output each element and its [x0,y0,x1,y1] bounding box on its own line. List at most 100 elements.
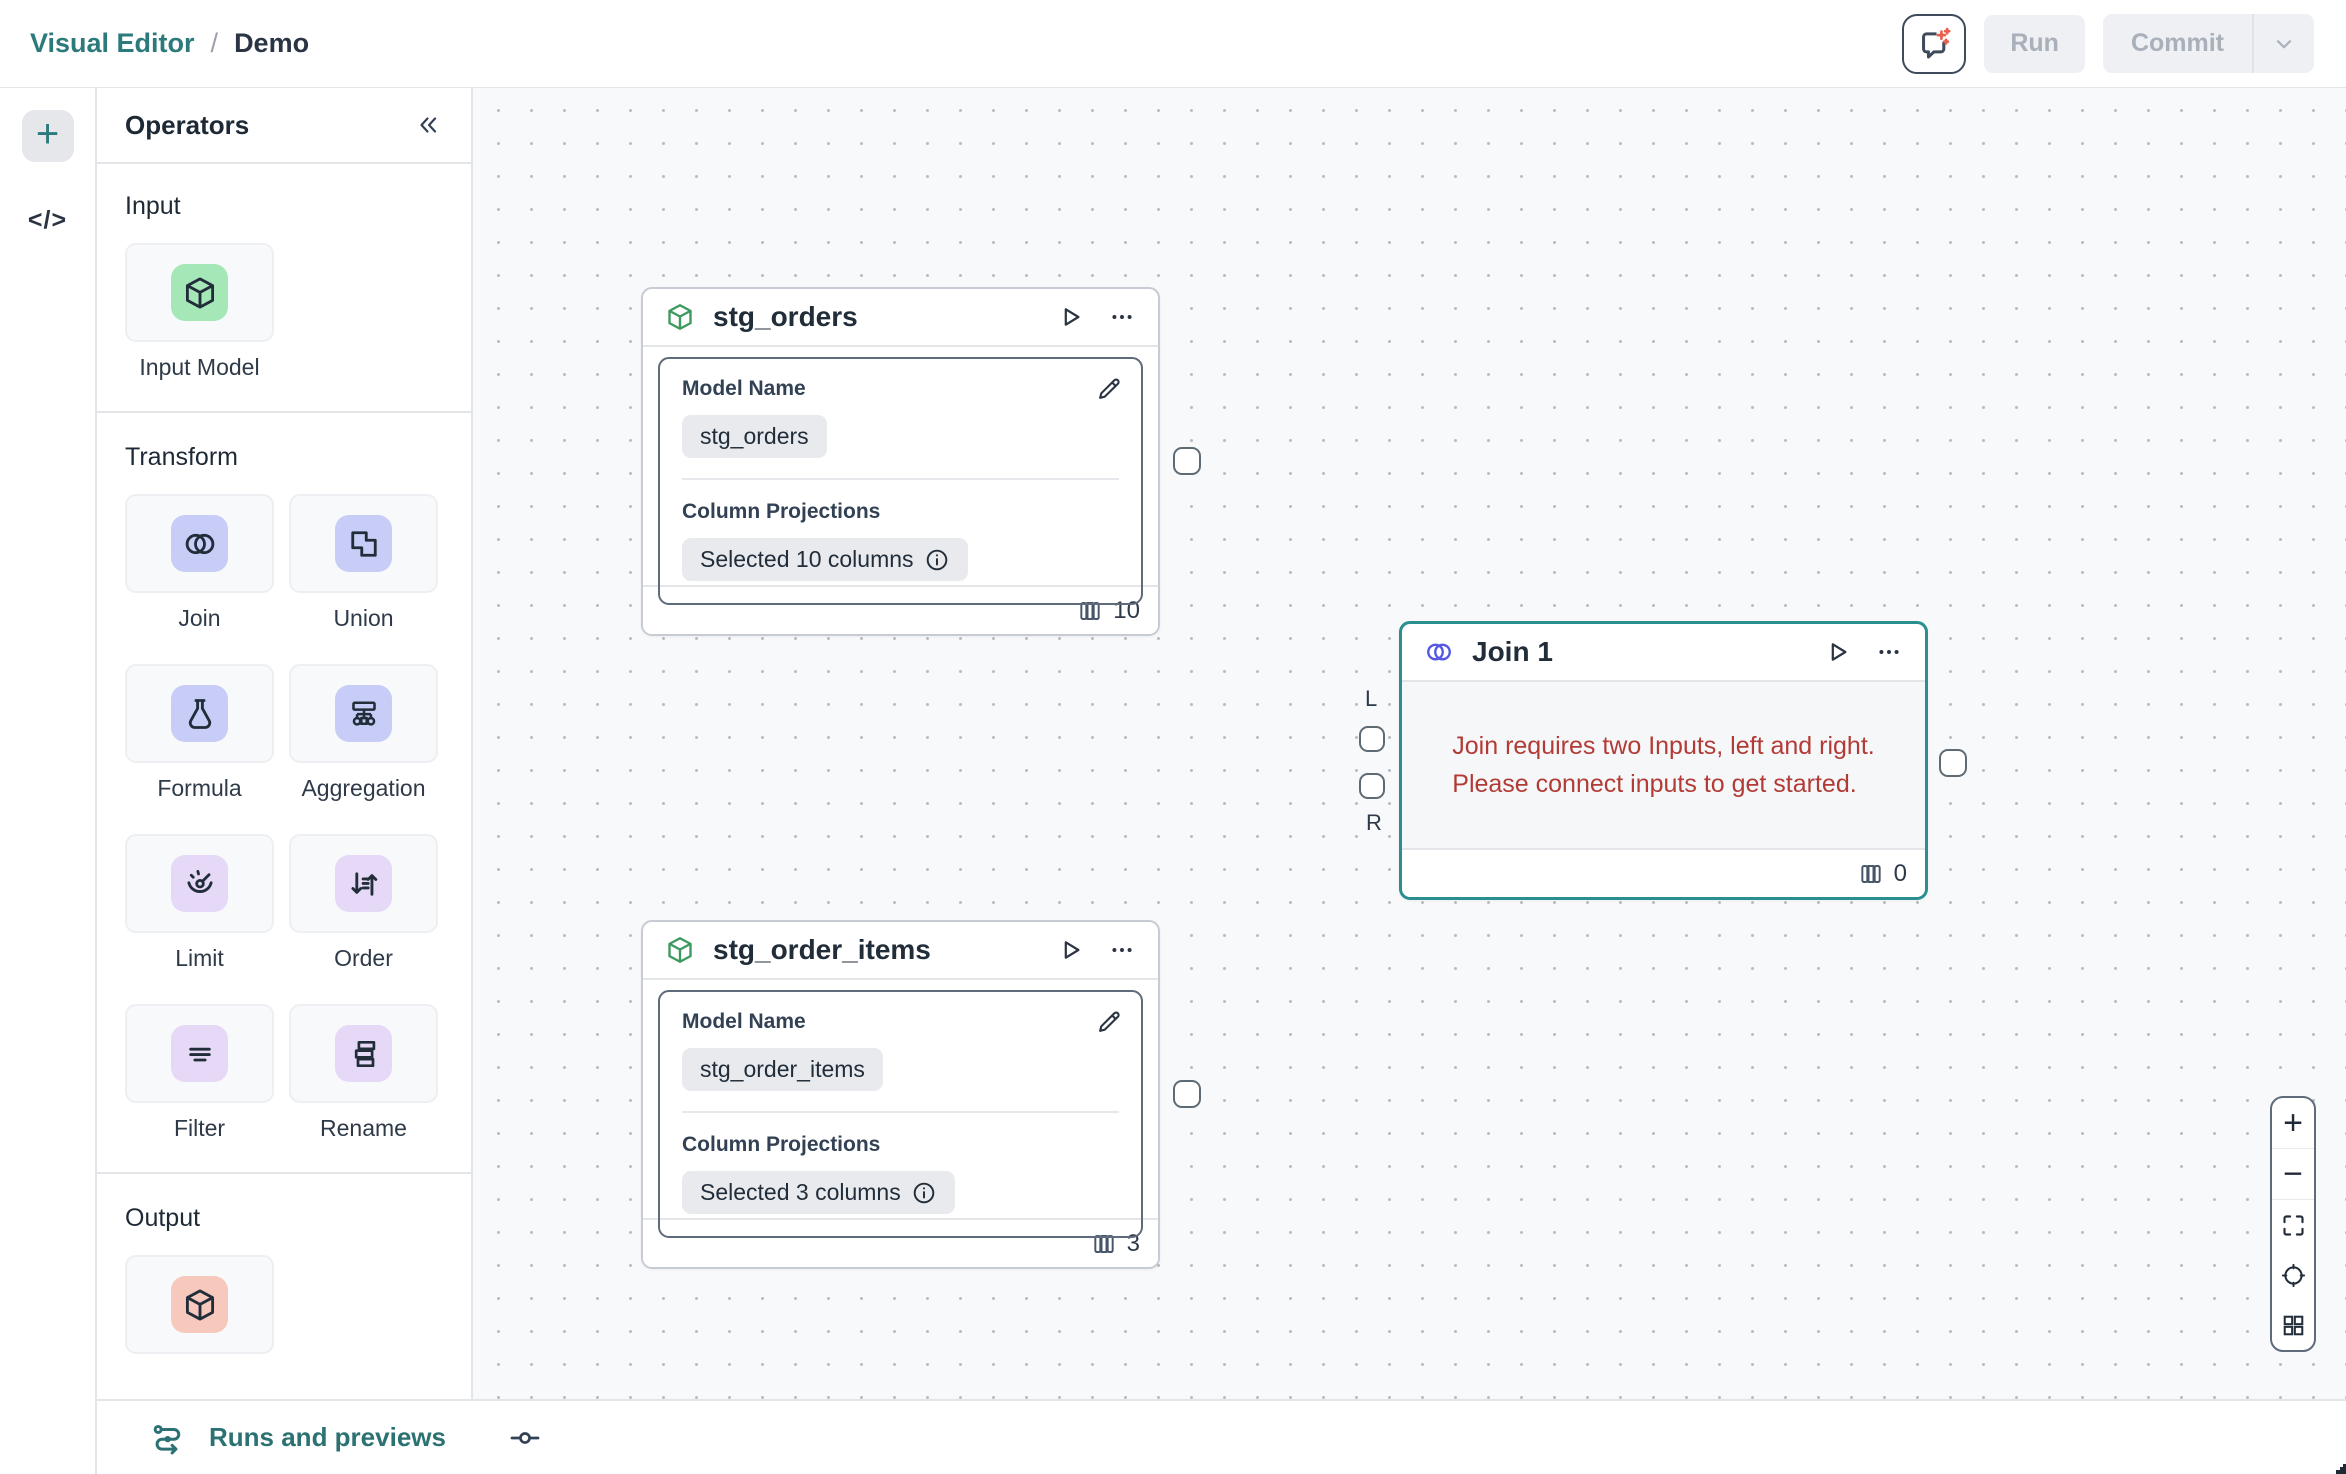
double-chevron-left-icon [415,112,441,138]
node-menu-button[interactable] [1875,638,1903,666]
commit-node-icon[interactable] [508,1421,542,1455]
runs-and-previews-label: Runs and previews [209,1422,446,1452]
columns-icon [1858,861,1884,887]
gauge-icon [171,855,228,912]
section-label-output: Output [125,1204,201,1232]
collapse-panel-button[interactable] [415,112,441,138]
resize-corner [2336,1464,2346,1474]
node-run-button[interactable] [1056,303,1084,331]
plus-icon: + [2283,1104,2303,1142]
output-handle-stg-order-items[interactable] [1173,1080,1201,1108]
operator-rename[interactable]: Rename [289,1004,438,1142]
sort-arrows-icon [335,855,392,912]
info-icon[interactable] [924,547,950,573]
right-input-label: R [1366,810,1382,835]
operator-filter[interactable]: Filter [125,1004,274,1142]
chevron-down-icon [2271,31,2297,57]
operator-output-model[interactable] [125,1255,274,1354]
breadcrumb-visual-editor[interactable]: Visual Editor [30,28,195,58]
column-projections-pill[interactable]: Selected 10 columns [682,538,968,581]
flask-icon [171,685,228,742]
divider [97,411,471,413]
pencil-icon [1095,375,1123,403]
commit-button[interactable]: Commit [2130,29,2224,57]
operator-label: Order [334,945,393,971]
play-icon [1823,638,1851,666]
breadcrumb-separator: / [210,28,219,58]
zoom-in-button[interactable]: + [2272,1098,2314,1148]
operator-aggregation[interactable]: Aggregation [289,664,438,802]
operator-order[interactable]: Order [289,834,438,972]
node-join-1[interactable]: Join 1 Join requires two Inputs, left an… [1399,621,1928,900]
ai-assistant-button[interactable] [1902,13,1967,74]
flow-canvas[interactable]: stg_orders Model Name stg_orders Column … [473,88,2346,1399]
venn-icon [1424,637,1454,667]
chat-sparkle-icon [1915,25,1953,63]
node-title: stg_order_items [713,934,931,965]
ellipsis-icon [1108,303,1136,331]
runs-and-previews-bar[interactable]: Runs and previews [97,1399,2346,1474]
cube-icon [171,264,228,321]
overview-button[interactable] [2272,1300,2314,1350]
node-run-button[interactable] [1823,638,1851,666]
cube-icon [665,935,695,965]
divider [682,478,1119,480]
venn-icon [171,515,228,572]
operator-union[interactable]: Union [289,494,438,632]
join-output-handle[interactable] [1939,749,1967,777]
add-button[interactable]: + [21,110,74,162]
canvas-controls: + − [2270,1096,2316,1352]
ellipsis-icon [1875,638,1903,666]
node-menu-button[interactable] [1108,936,1136,964]
breadcrumb: Visual Editor / Demo [30,28,309,59]
operators-panel-title: Operators [125,109,250,140]
join-right-input-handle[interactable] [1359,773,1385,799]
column-count: 0 [1893,859,1907,887]
grid-icon [2280,1312,2307,1339]
node-menu-button[interactable] [1108,303,1136,331]
operator-join[interactable]: Join [125,494,274,632]
node-run-button[interactable] [1056,936,1084,964]
operator-label: Union [333,605,394,631]
play-icon [1056,936,1084,964]
flow-run-icon [149,1419,187,1457]
operator-label: Join [178,605,221,631]
operator-label: Filter [173,1115,226,1141]
model-name-pill[interactable]: stg_order_items [682,1048,883,1091]
run-button[interactable]: Run [1984,14,2085,73]
play-icon [1056,303,1084,331]
join-left-input-handle[interactable] [1359,726,1385,752]
stack-icon [335,1025,392,1082]
zoom-out-button[interactable]: − [2272,1149,2314,1199]
center-view-button[interactable] [2272,1250,2314,1300]
operator-limit[interactable]: Limit [125,834,274,972]
pencil-icon [1095,1008,1123,1036]
cube-icon [171,1276,228,1333]
left-rail: + </> [0,88,97,1474]
info-icon[interactable] [911,1180,937,1206]
operator-input-model[interactable]: Input Model [125,243,274,381]
code-view-icon[interactable]: </> [27,206,68,234]
node-title: Join 1 [1472,636,1553,667]
operator-label: Aggregation [301,775,426,801]
divider [97,1172,471,1174]
column-projections-pill[interactable]: Selected 3 columns [682,1171,955,1214]
edit-button[interactable] [1095,1008,1123,1036]
operator-formula[interactable]: Formula [125,664,274,802]
model-name-label: Model Name [682,1010,806,1033]
divider [682,1111,1119,1113]
model-name-label: Model Name [682,377,806,400]
node-stg-orders[interactable]: stg_orders Model Name stg_orders Column … [641,287,1160,636]
node-stg-order-items[interactable]: stg_order_items Model Name stg_order_ite… [641,920,1160,1269]
model-name-pill[interactable]: stg_orders [682,415,827,458]
output-handle-stg-orders[interactable] [1173,447,1201,475]
operator-label: Rename [320,1115,407,1141]
fit-view-button[interactable] [2272,1200,2314,1250]
operator-label: Limit [175,945,224,971]
union-shapes-icon [335,515,392,572]
commit-dropdown-button[interactable] [2252,14,2314,73]
join-error-message: Join requires two Inputs, left and right… [1452,732,1875,798]
edit-button[interactable] [1095,375,1123,403]
tree-icon [335,685,392,742]
top-bar: Visual Editor / Demo Run Commit [0,0,2346,88]
